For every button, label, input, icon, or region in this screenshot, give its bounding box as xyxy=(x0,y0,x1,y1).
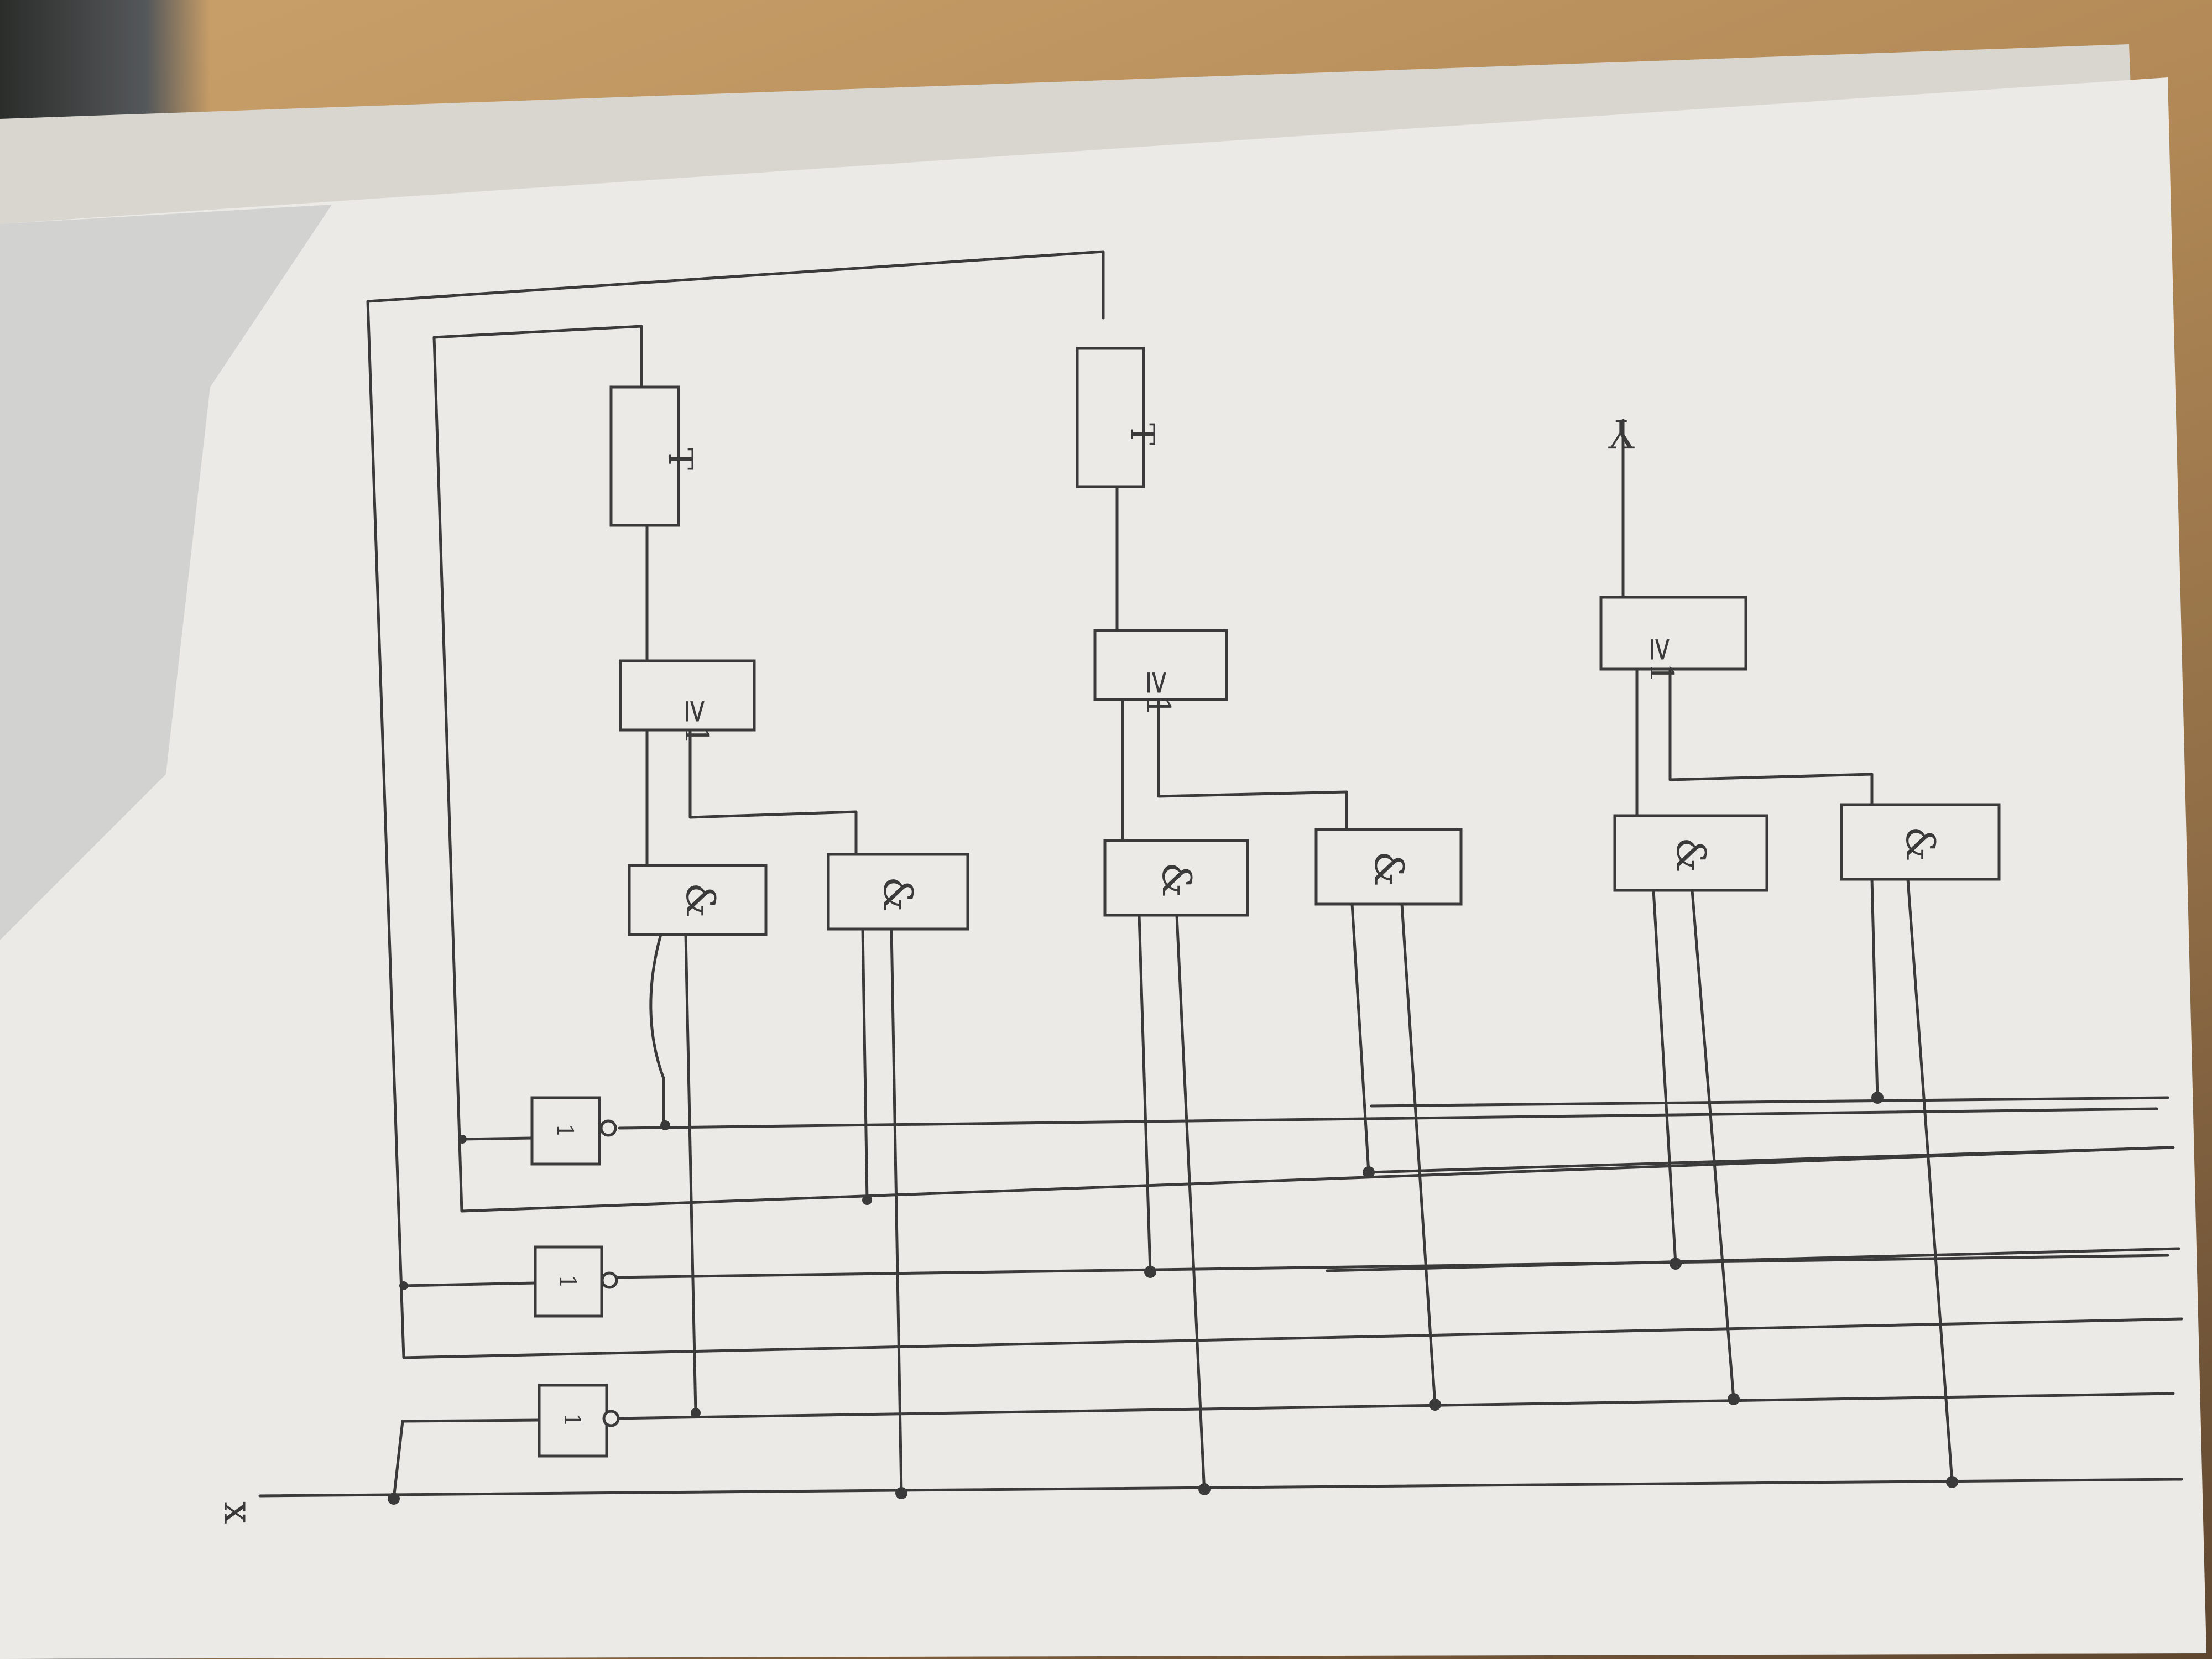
or-gate-2 xyxy=(1093,629,1228,701)
bus-6 xyxy=(612,1392,2175,1420)
or-gate-3 xyxy=(1599,596,1747,671)
delay-2-symbol: T xyxy=(1123,423,1161,445)
paper-shadow xyxy=(0,205,332,940)
and-gate-6 xyxy=(1840,803,2001,881)
wire-and6-left xyxy=(1870,878,1879,1099)
wire-or1-and2 xyxy=(688,728,858,856)
and-gate-6-symbol: & xyxy=(1897,826,1944,862)
junction-dot xyxy=(1363,1166,1375,1178)
wire-and1-right xyxy=(684,933,697,1415)
wire-and4-right xyxy=(1400,902,1437,1406)
delay-block-1 xyxy=(609,385,680,527)
input-label: x xyxy=(215,1501,262,1524)
and-gate-4-symbol: & xyxy=(1366,851,1412,886)
wire-not3-in xyxy=(392,1418,541,1500)
wire-and3-left xyxy=(1138,914,1152,1274)
junction-dot xyxy=(1670,1258,1682,1270)
wire-and4-left xyxy=(1350,902,1370,1174)
wire-and1-left xyxy=(649,933,665,1127)
junction-dot xyxy=(660,1120,670,1130)
not-gate-2 xyxy=(534,1245,603,1318)
or-gate-1 xyxy=(619,659,756,732)
junction-dot xyxy=(862,1195,872,1205)
junction-dot xyxy=(1429,1399,1441,1411)
not-gate-1-bubble xyxy=(599,1119,617,1137)
feedback-wire-inner xyxy=(432,325,2169,1213)
wire-or2-and4 xyxy=(1157,698,1348,831)
not-gate-3 xyxy=(538,1384,608,1458)
bus-x xyxy=(258,1478,2183,1498)
and-gate-1-symbol: & xyxy=(677,883,724,918)
and-gate-3 xyxy=(1103,839,1249,917)
delay-block-2 xyxy=(1076,347,1145,488)
not-gate-2-symbol: 1 xyxy=(555,1275,580,1288)
wire-and2-right xyxy=(890,927,903,1495)
junction-dot xyxy=(1946,1476,1958,1488)
or-gate-3-symbol: ≥1 xyxy=(1643,636,1681,684)
junction-dot xyxy=(1144,1266,1156,1278)
junction-dot xyxy=(399,1281,408,1290)
junction-dot xyxy=(1728,1393,1740,1405)
not-gate-3-symbol: 1 xyxy=(559,1413,585,1427)
or-gate-1-symbol: ≥1 xyxy=(678,698,716,745)
wire-and3-right xyxy=(1175,914,1206,1495)
and-gate-5 xyxy=(1613,814,1768,892)
junction-dot xyxy=(458,1135,467,1144)
and-gate-2-symbol: & xyxy=(875,877,921,912)
and-gate-4 xyxy=(1314,828,1463,906)
bus-5-not2-out xyxy=(612,1254,2169,1279)
wire-not2-in xyxy=(402,1281,537,1287)
junction-dot xyxy=(895,1487,907,1499)
wire-and5-left xyxy=(1652,889,1677,1265)
wire-not1-in xyxy=(461,1136,534,1141)
and-gate-2 xyxy=(827,853,969,931)
bus-4 xyxy=(1326,1247,2180,1272)
not-gate-3-bubble xyxy=(602,1410,620,1427)
wire-and6-right xyxy=(1906,878,1954,1484)
and-gate-5-symbol: & xyxy=(1668,837,1714,873)
junction-dot xyxy=(691,1408,701,1418)
bus-3 xyxy=(1367,1146,2175,1174)
output-label: Y xyxy=(1608,411,1635,456)
and-gate-1 xyxy=(628,864,768,936)
delay-1-symbol: T xyxy=(661,448,700,470)
bus-1 xyxy=(1370,1096,2169,1108)
not-gate-1-symbol: 1 xyxy=(552,1124,577,1138)
or-gate-2-symbol: ≥1 xyxy=(1140,669,1177,717)
bus-2-not1-out xyxy=(618,1107,2158,1130)
wire-or3-and6 xyxy=(1668,667,1874,806)
junction-dot xyxy=(1198,1483,1211,1495)
feedback-wire-outer xyxy=(366,250,2183,1359)
junction-dot xyxy=(1871,1092,1884,1104)
wire-and5-right xyxy=(1691,889,1735,1401)
not-gate-1 xyxy=(530,1096,601,1166)
wire-and2-left xyxy=(861,927,869,1202)
not-gate-2-bubble xyxy=(601,1271,618,1289)
and-gate-3-symbol: & xyxy=(1154,862,1200,898)
junction-dot xyxy=(388,1493,400,1505)
